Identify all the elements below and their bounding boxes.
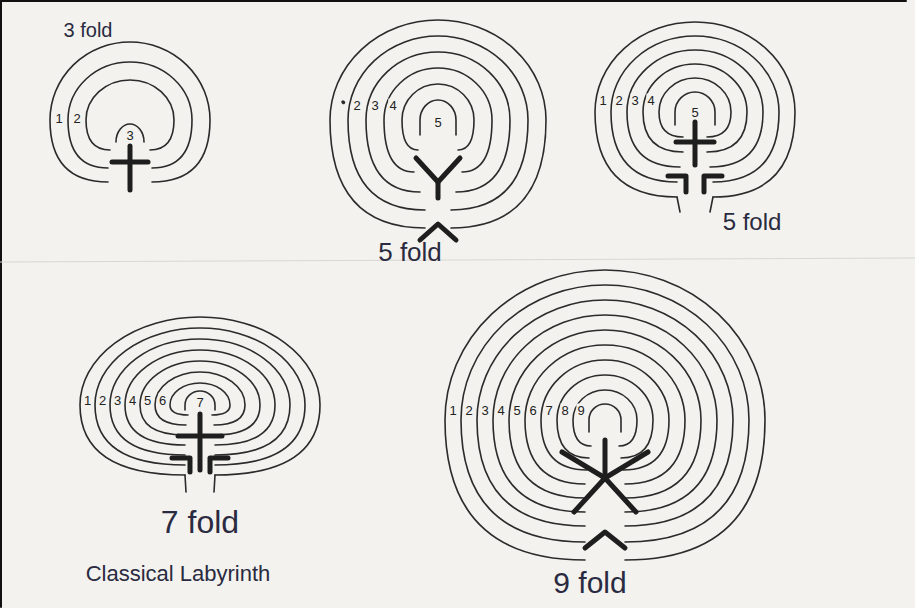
labyrinth-cross-line	[704, 176, 722, 192]
labyrinth-drawing-line	[627, 50, 763, 167]
circuit-number: 9	[576, 404, 585, 417]
circuit-number: 7	[544, 404, 553, 417]
labyrinth-drawing-line	[348, 36, 528, 210]
circuit-number: 6	[158, 394, 167, 407]
labyrinth-drawing-line	[677, 197, 680, 212]
labyrinth-drawing-line	[384, 68, 492, 172]
labyrinth-drawing-line	[86, 80, 174, 150]
labyrinth-drawing	[50, 42, 210, 182]
circuit-number: 5	[433, 116, 442, 129]
circuit-number: 4	[496, 404, 505, 417]
labyrinth-drawing-line	[461, 285, 749, 542]
labyrinth-drawing-line	[493, 315, 717, 512]
fold-caption: 3 fold	[64, 20, 113, 40]
labyrinth-drawing-line	[595, 22, 795, 197]
labyrinth-cross-line	[128, 146, 133, 190]
labyrinth-cross	[416, 158, 460, 240]
labyrinth-cross-line	[172, 458, 190, 472]
fold-caption: 5 fold	[378, 239, 442, 265]
labyrinth-cross	[562, 440, 648, 548]
labyrinth-cross-line	[585, 532, 625, 548]
labyrinth-drawing-line	[445, 270, 765, 560]
circuit-number: 2	[98, 394, 107, 407]
circuit-number: 2	[614, 94, 623, 107]
labyrinth-drawing	[445, 270, 765, 560]
labyrinth-drawing-line	[80, 317, 320, 475]
circuit-number: 3	[480, 404, 489, 417]
circuit-number: 8	[560, 404, 569, 417]
circuit-number: 1	[54, 112, 63, 125]
labyrinth-cross-line	[436, 182, 441, 198]
labyrinth-drawing-line	[330, 20, 546, 228]
labyrinth-drawing	[330, 20, 546, 228]
fold-caption: Classical Labyrinth	[86, 563, 271, 585]
circuit-number: 1	[448, 404, 457, 417]
circuit-number: 4	[646, 94, 655, 107]
labyrinth-drawing	[595, 22, 795, 212]
labyrinth-drawing	[80, 317, 320, 492]
labyrinth-drawing-line	[116, 124, 144, 142]
circuit-number: 3	[630, 94, 639, 107]
labyrinth-cross	[668, 122, 722, 192]
circuit-number: 3	[370, 99, 379, 112]
labyrinth-drawing-line	[509, 330, 701, 498]
circuit-number: 5	[143, 394, 152, 407]
labyrinth-cross-line	[112, 160, 148, 165]
labyrinth-cross	[172, 414, 228, 472]
labyrinth-cross-line	[420, 224, 456, 240]
fold-caption: 7 fold	[161, 506, 239, 538]
circuit-number: 5	[690, 106, 699, 119]
labyrinth-cross	[112, 146, 148, 190]
circuit-number: 3	[125, 129, 134, 142]
circuit-number: 6	[528, 404, 537, 417]
circuit-number: 2	[72, 112, 81, 125]
labyrinth-cross-line	[210, 458, 228, 472]
labyrinth-drawing-line	[589, 404, 621, 432]
page-frame-line	[1, 0, 906, 2]
labyrinth-cross-line	[603, 440, 608, 478]
labyrinth-drawing-line	[341, 100, 345, 104]
labyrinth-cross-line	[668, 176, 686, 192]
labyrinth-cross-line	[574, 478, 636, 512]
page-frame-line	[0, 258, 915, 262]
labyrinth-drawing-line	[170, 383, 230, 415]
circuit-number: 4	[128, 394, 137, 407]
fold-caption: 5 fold	[723, 210, 782, 234]
circuit-number: 2	[464, 404, 473, 417]
labyrinth-cross-line	[676, 140, 714, 145]
labyrinth-drawing-line	[214, 475, 215, 492]
circuit-number: 4	[388, 99, 397, 112]
labyrinth-drawing-line	[185, 391, 215, 410]
labyrinth-drawing-line	[185, 475, 186, 492]
labyrinth-drawing-line	[611, 36, 779, 182]
labyrinth-drawing-line	[525, 345, 685, 484]
circuit-number: 7	[195, 396, 204, 409]
labyrinth-drawing-line	[110, 339, 290, 455]
circuit-number: 1	[83, 394, 92, 407]
labyrinth-drawing-line	[50, 42, 210, 182]
labyrinth-drawing-line	[402, 84, 474, 150]
labyrinth-drawing-line	[710, 197, 713, 212]
labyrinth-drawing-line	[477, 300, 733, 526]
labyrinth-cross-line	[416, 158, 460, 182]
circuit-number: 5	[512, 404, 521, 417]
labyrinth-drawing-line	[366, 52, 510, 192]
labyrinth-cross-line	[178, 434, 222, 439]
circuit-number: 3	[113, 394, 122, 407]
circuit-number: 1	[598, 94, 607, 107]
circuit-number: 2	[352, 99, 361, 112]
labyrinth-cross-line	[198, 414, 203, 470]
page-frame-line	[0, 1, 2, 607]
fold-caption: 9 fold	[553, 568, 626, 598]
labyrinth-drawing-line	[420, 100, 456, 135]
